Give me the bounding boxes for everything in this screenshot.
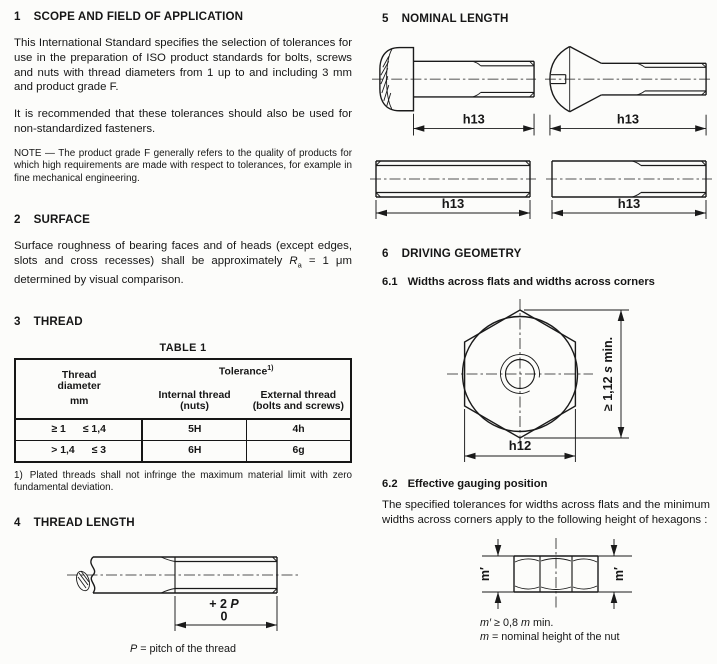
surface-text-end: = 1 μm determined by visual comparison. <box>14 254 352 286</box>
section-6-heading: 6 DRIVING GEOMETRY <box>370 247 712 260</box>
table-header-external-thread: External thread (bolts and screws) <box>247 384 351 419</box>
left-column: 1 SCOPE AND FIELD OF APPLICATION This In… <box>14 0 352 655</box>
roughness-symbol-subscript: a <box>297 260 302 270</box>
thread-length-tolerance-lower: 0 <box>221 610 228 624</box>
dim-h13-label: h13 <box>618 196 640 211</box>
surface-text: Surface roughness of bearing faces and o… <box>14 240 352 267</box>
pitch-symbol: P <box>130 643 138 656</box>
footnote-number: 1) <box>14 469 23 481</box>
hex-nut-top-view-drawing: h12 ≥ 1,12 s min. <box>447 299 629 462</box>
table-row: > 1,4 ≤ 3 6H 6g <box>15 439 351 462</box>
hdr-internal-sub: (nuts) <box>180 400 209 412</box>
hdr-thread: Thread <box>61 370 97 382</box>
footnote-text: Plated threads shall not infringe the ma… <box>14 469 352 494</box>
hdr-diameter: diameter <box>57 381 101 393</box>
range-max: ≤ 1,4 <box>82 424 106 436</box>
gauging-position-captions: m′ ≥ 0,8 m min. m = nominal height of th… <box>480 616 712 645</box>
section-1-title: SCOPE AND FIELD OF APPLICATION <box>33 10 244 23</box>
m-symbol: m <box>480 631 489 644</box>
table-1: Thread diameter mm Tolerance1) Internal … <box>14 357 352 463</box>
m-prime-relation: ≥ 0,8 <box>491 616 521 629</box>
table-header-internal-thread: Internal thread (nuts) <box>142 384 246 419</box>
cell-diameter-range: > 1,4 ≤ 3 <box>15 439 144 462</box>
caption-m-definition: m = nominal height of the nut <box>480 630 712 645</box>
hex-nut-side-view-drawing: m′ m′ <box>478 537 632 610</box>
section-2-number: 2 <box>14 213 21 226</box>
section-3-heading: 3 THREAD <box>14 315 352 328</box>
cell-external-tolerance: 4h <box>246 417 351 441</box>
table-header-thread-diameter: Thread diameter mm <box>15 359 142 419</box>
table-header-row-2: Internal thread (nuts) External thread (… <box>15 384 351 419</box>
table-1-footnote: 1)Plated threads shall not infringe the … <box>14 470 352 495</box>
section-2-heading: 2 SURFACE <box>14 213 352 226</box>
section-6-1-title: Widths across flats and widths across co… <box>407 276 655 288</box>
nominal-length-drawings-row-2: h13 h13 <box>370 149 712 223</box>
m-symbol: m <box>520 616 530 629</box>
section-1-number: 1 <box>14 10 21 23</box>
section-6-2-heading: 6.2 Effective gauging position <box>370 478 712 490</box>
nominal-length-drawings-row-1: h13 <box>370 41 712 139</box>
dim-h13-label: h13 <box>617 112 639 127</box>
thread-length-tolerance-upper: + 2 P <box>209 597 239 611</box>
section-1-note: NOTE — The product grade F generally ref… <box>14 147 352 184</box>
part-threaded-rod-drawing: h13 <box>546 160 712 219</box>
section-6-1-heading: 6.1 Widths across flats and widths acros… <box>370 276 712 288</box>
cell-internal-tolerance: 6H <box>142 439 248 462</box>
section-6-number: 6 <box>382 247 389 260</box>
dim-h13-label: h13 <box>463 112 485 127</box>
countersunk-screw-drawing: h13 <box>544 45 711 136</box>
section-6-1-number: 6.1 <box>382 276 398 288</box>
section-6-2-number: 6.2 <box>382 478 398 490</box>
pitch-caption-text: = pitch of the thread <box>137 643 236 656</box>
section-4-number: 4 <box>14 516 21 530</box>
caption-m-prime-formula: m′ ≥ 0,8 m min. <box>480 616 712 631</box>
hdr-internal: Internal thread <box>158 389 231 401</box>
m-definition-text: = nominal height of the nut <box>489 631 620 644</box>
section-6-2-title: Effective gauging position <box>407 478 548 490</box>
roughness-symbol: R <box>289 254 298 267</box>
dim-h12-label: h12 <box>509 438 531 453</box>
tolerance-label: Tolerance <box>218 366 268 378</box>
section-1-paragraph-1: This International Standard specifies th… <box>14 37 352 94</box>
thread-length-caption: P = pitch of the thread <box>14 643 352 655</box>
hdr-external-sub: (bolts and screws) <box>252 400 344 412</box>
table-row: ≥ 1 ≤ 1,4 5H 4h <box>15 417 351 441</box>
section-5-title: NOMINAL LENGTH <box>401 12 509 25</box>
hdr-mm: mm <box>69 396 89 408</box>
dim-m-prime-label: m′ <box>478 567 492 581</box>
cell-external-tolerance: 6g <box>246 439 351 462</box>
section-3-number: 3 <box>14 314 21 328</box>
hdr-external: External thread <box>260 389 337 401</box>
tolerance-footnote-ref: 1) <box>267 365 274 373</box>
table-header-row-1: Thread diameter mm Tolerance1) <box>15 359 351 407</box>
dim-m-prime-label: m′ <box>612 567 626 581</box>
m-prime-suffix: min. <box>529 616 554 629</box>
section-6-title: DRIVING GEOMETRY <box>401 247 522 260</box>
table-1-caption: TABLE 1 <box>159 341 207 354</box>
right-column: 5 NOMINAL LENGTH <box>370 0 712 645</box>
range-max: ≤ 3 <box>91 445 107 457</box>
m-prime-symbol: m′ <box>480 616 492 629</box>
section-3-title: THREAD <box>33 314 83 328</box>
cell-diameter-range: ≥ 1 ≤ 1,4 <box>15 417 144 441</box>
section-1-paragraph-2: It is recommended that these tolerances … <box>14 108 352 135</box>
section-6-2-paragraph: The specified tolerances for widths acro… <box>382 499 710 526</box>
section-5-heading: 5 NOMINAL LENGTH <box>370 12 712 25</box>
section-4-heading: 4 THREAD LENGTH <box>14 516 352 529</box>
thread-length-drawing: + 2 P 0 <box>67 556 299 632</box>
section-4-title: THREAD LENGTH <box>33 516 135 530</box>
range-min: ≥ 1 <box>51 424 66 436</box>
dim-h13-label: h13 <box>442 196 464 211</box>
section-2-title: SURFACE <box>33 213 91 226</box>
section-5-number: 5 <box>382 12 389 25</box>
section-1-heading: 1 SCOPE AND FIELD OF APPLICATION <box>14 10 352 23</box>
table-header-tolerance: Tolerance1) <box>142 359 351 384</box>
dim-across-corners-label: ≥ 1,12 s min. <box>601 337 615 411</box>
threaded-stud-drawing: h13 <box>370 160 536 219</box>
range-min: > 1,4 <box>51 445 75 457</box>
pan-head-screw-drawing: h13 <box>371 46 537 136</box>
section-2-paragraph: Surface roughness of bearing faces and o… <box>14 239 352 288</box>
cell-internal-tolerance: 5H <box>142 417 248 441</box>
